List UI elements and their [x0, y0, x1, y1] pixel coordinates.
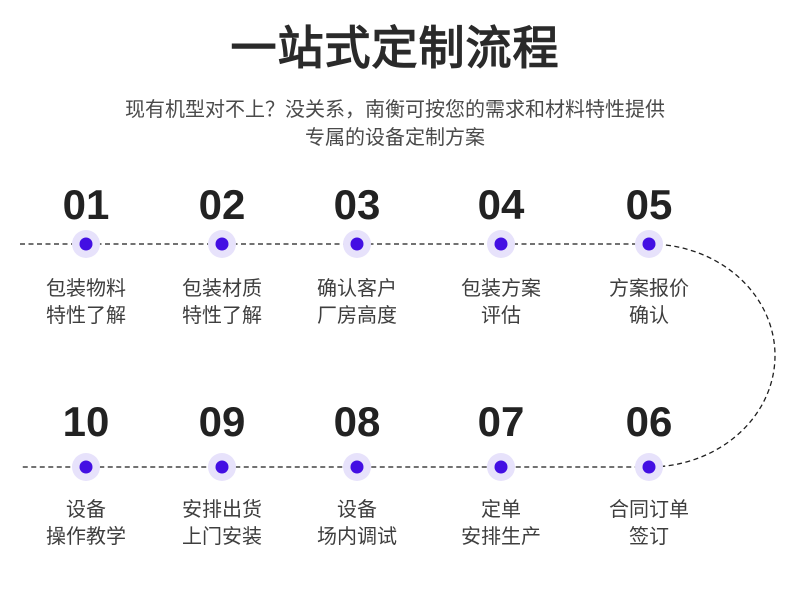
timeline-dot-06 — [635, 453, 663, 481]
step-label-line-1: 方案报价 — [609, 278, 689, 300]
step-label-line-1: 合同订单 — [609, 499, 689, 521]
timeline-dot-01 — [72, 230, 100, 258]
step-label-line-1: 设备 — [66, 499, 106, 521]
subtitle-line-2: 专属的设备定制方案 — [305, 127, 485, 149]
step-label: 定单 安排生产 — [461, 497, 541, 551]
dot-core-icon — [79, 237, 93, 251]
step-label: 包装方案 评估 — [461, 276, 541, 330]
timeline-dot-03 — [343, 230, 371, 258]
dot-core-icon — [494, 237, 508, 251]
dot-core-icon — [215, 237, 229, 251]
step-label: 包装材质 特性了解 — [182, 276, 262, 330]
step-number: 10 — [62, 398, 110, 445]
step-label-line-2: 场内调试 — [317, 526, 397, 548]
step-number: 09 — [198, 398, 246, 445]
step-label-line-2: 确认 — [629, 305, 669, 327]
dot-core-icon — [642, 460, 656, 474]
step-label-line-1: 设备 — [337, 499, 377, 521]
step-label-line-1: 安排出货 — [182, 499, 262, 521]
dot-core-icon — [642, 237, 656, 251]
dashed-timeline-path — [20, 243, 776, 468]
step-label-line-2: 特性了解 — [182, 305, 262, 327]
step-label-line-2: 操作教学 — [46, 526, 126, 548]
step-number: 08 — [333, 398, 381, 445]
step-label-line-2: 安排生产 — [461, 526, 541, 548]
step-number: 01 — [62, 181, 110, 228]
step-number: 06 — [625, 398, 673, 445]
timeline-dot-09 — [208, 453, 236, 481]
step-label-line-2: 评估 — [481, 305, 521, 327]
timeline-dot-02 — [208, 230, 236, 258]
dot-core-icon — [350, 460, 364, 474]
dot-core-icon — [79, 460, 93, 474]
timeline-dot-04 — [487, 230, 515, 258]
step-label: 方案报价 确认 — [609, 276, 689, 330]
timeline-dot-05 — [635, 230, 663, 258]
timeline-dot-07 — [487, 453, 515, 481]
step-label-line-1: 包装方案 — [461, 278, 541, 300]
step-label: 安排出货 上门安装 — [182, 497, 262, 551]
step-label: 包装物料 特性了解 — [46, 276, 126, 330]
step-label: 确认客户 厂房高度 — [317, 276, 397, 330]
subtitle-line-1: 现有机型对不上？没关系，南衡可按您的需求和材料特性提供 — [125, 99, 665, 121]
step-label-line-1: 包装物料 — [46, 278, 126, 300]
timeline-dot-08 — [343, 453, 371, 481]
step-number: 05 — [625, 181, 673, 228]
dot-core-icon — [215, 460, 229, 474]
step-label: 设备 场内调试 — [317, 497, 397, 551]
step-label-line-1: 包装材质 — [182, 278, 262, 300]
step-label-line-2: 签订 — [629, 526, 669, 548]
dot-core-icon — [494, 460, 508, 474]
subtitle: 现有机型对不上？没关系，南衡可按您的需求和材料特性提供 专属的设备定制方案 — [0, 96, 790, 152]
step-label-line-1: 确认客户 — [317, 278, 397, 300]
step-label-line-2: 上门安装 — [182, 526, 262, 548]
step-label-line-1: 定单 — [481, 499, 521, 521]
step-label: 合同订单 签订 — [609, 497, 689, 551]
step-number: 03 — [333, 181, 381, 228]
step-number: 02 — [198, 181, 246, 228]
step-number: 04 — [477, 181, 525, 228]
page-title: 一站式定制流程 — [230, 22, 560, 74]
step-label-line-2: 厂房高度 — [317, 305, 397, 327]
step-label-line-2: 特性了解 — [46, 305, 126, 327]
dot-core-icon — [350, 237, 364, 251]
timeline-dot-10 — [72, 453, 100, 481]
step-label: 设备 操作教学 — [46, 497, 126, 551]
step-number: 07 — [477, 398, 525, 445]
